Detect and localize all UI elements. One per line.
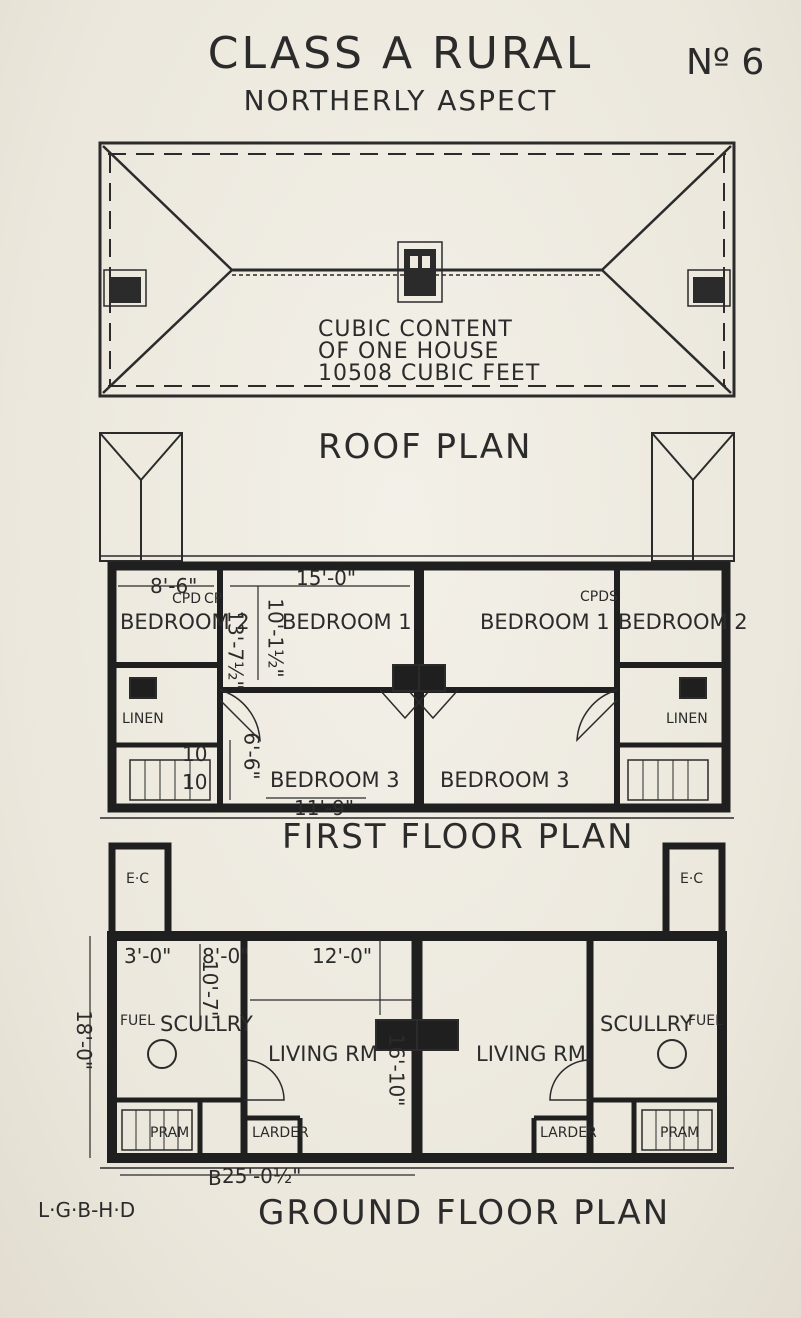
- dim-8-0: 8'-0": [202, 944, 250, 968]
- cubic-content-line2: OF ONE HOUSE: [318, 339, 500, 364]
- cupboard-cpds-right: CPDS: [580, 589, 618, 605]
- room-living-right: LIVING RM: [476, 1042, 586, 1066]
- room-pram-right: PRAM: [660, 1125, 700, 1141]
- room-living-left: LIVING RM: [268, 1042, 378, 1066]
- cubic-content-line1: CUBIC CONTENT: [318, 317, 513, 342]
- room-linen-right: LINEN: [666, 711, 708, 727]
- room-linen-left: LINEN: [122, 711, 164, 727]
- plan-number: Nº 6: [686, 42, 765, 83]
- ground-floor-plan: [89, 842, 734, 1176]
- room-larder-left: LARDER: [252, 1125, 309, 1141]
- sheet-subtitle: NORTHERLY ASPECT: [243, 84, 558, 117]
- dim-b: B: [208, 1166, 222, 1190]
- dim-12-0: 12'-0": [312, 944, 373, 968]
- dim-10-b: 10: [182, 770, 208, 794]
- room-ec-left: E·C: [126, 871, 150, 887]
- room-ec-right: E·C: [680, 871, 704, 887]
- room-fuel-right: FUEL: [688, 1013, 723, 1029]
- cupboard-cpd-left: CPD: [172, 591, 201, 607]
- room-bedroom-2-left: BEDROOM 2: [120, 610, 250, 634]
- cubic-content-line3: 10508 CUBIC FEET: [318, 361, 541, 386]
- room-bedroom-1-right: BEDROOM 1: [480, 610, 610, 634]
- room-bedroom-2-right: BEDROOM 2: [618, 610, 748, 634]
- dim-15-0: 15'-0": [296, 566, 357, 590]
- dim-10-a: 10: [182, 742, 208, 766]
- dim-16-10: 16'-10": [384, 1033, 409, 1107]
- first-floor-plan: [99, 432, 735, 819]
- roof-plan: [98, 141, 736, 398]
- dim-8-6: 8'-6": [150, 574, 198, 598]
- drawing-initials: L·G·B-H·D: [38, 1198, 136, 1222]
- room-bedroom-3-left: BEDROOM 3: [270, 768, 400, 792]
- room-bedroom-1-left: BEDROOM 1: [282, 610, 412, 634]
- ground-floor-heading: GROUND FLOOR PLAN: [258, 1193, 671, 1233]
- dim-10-7: 10'-7": [198, 959, 223, 1021]
- room-scullery-left: SCULLRY: [160, 1012, 253, 1036]
- dim-10-1: 10'-1½": [263, 598, 288, 678]
- cupboard-cp-left: CP: [204, 591, 223, 607]
- room-scullery-right: SCULLRY: [600, 1012, 693, 1036]
- room-bedroom-3-right: BEDROOM 3: [440, 768, 570, 792]
- dim-3-0: 3'-0": [124, 944, 172, 968]
- dim-6-6: 6'-6": [239, 732, 264, 780]
- sheet-title: CLASS A RURAL: [207, 28, 594, 79]
- dim-11-9: 11'-9": [294, 796, 355, 820]
- room-fuel-left: FUEL: [120, 1013, 155, 1029]
- room-larder-right: LARDER: [540, 1125, 597, 1141]
- dim-13-7: 13'-7½": [223, 610, 248, 690]
- dim-18-0: 18'-0": [72, 1009, 97, 1071]
- dim-25-0: 25'-0½": [222, 1164, 302, 1188]
- roof-plan-heading: ROOF PLAN: [318, 427, 533, 467]
- first-floor-heading: FIRST FLOOR PLAN: [282, 817, 635, 857]
- room-pram-left: PRAM: [150, 1125, 190, 1141]
